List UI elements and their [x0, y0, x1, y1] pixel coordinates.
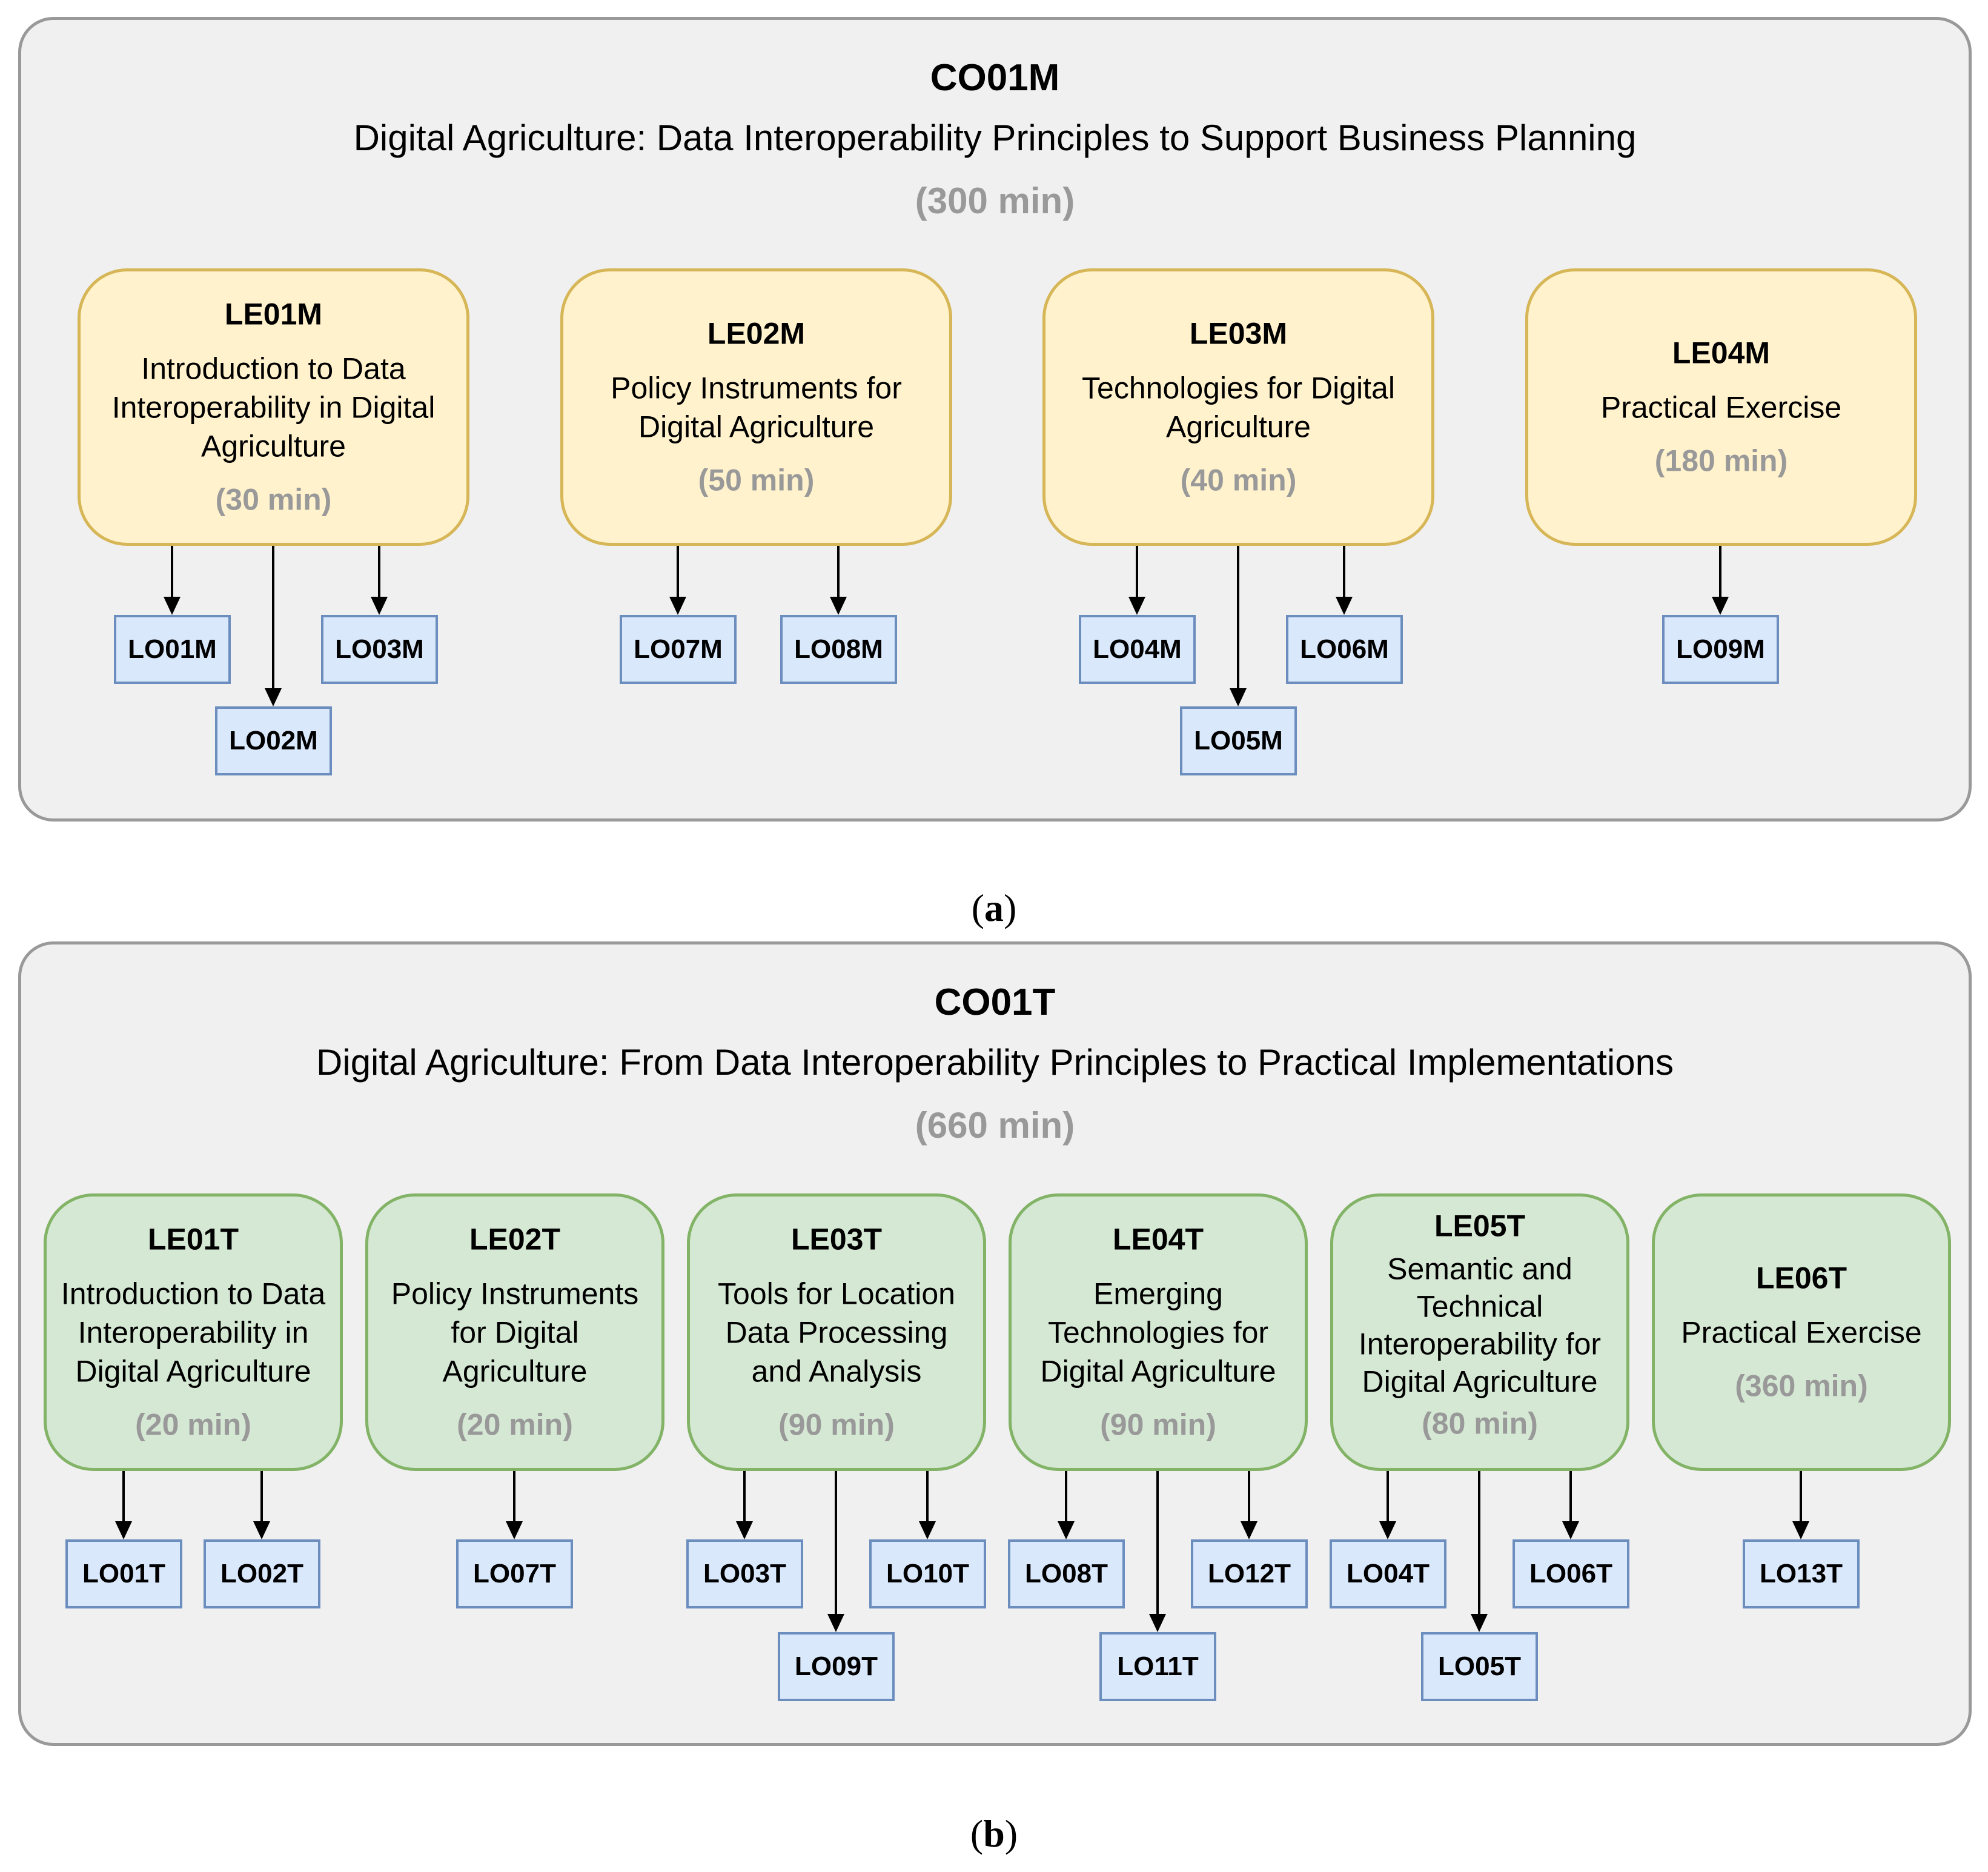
le-code: LE06T [1755, 1261, 1847, 1295]
le-code: LE04T [1112, 1222, 1204, 1256]
learning-objective-lo03m: LO03M [321, 615, 438, 684]
learning-element-le02m: LE02M Policy Instruments for Digital Agr… [560, 268, 952, 546]
learning-objective-lo07m: LO07M [620, 615, 737, 684]
learning-objective-lo09m: LO09M [1662, 615, 1779, 684]
le-duration: (180 min) [1654, 443, 1788, 477]
arrowhead [1128, 597, 1145, 615]
le-name: Technologies for Digital Agriculture [1082, 370, 1395, 443]
le-name: Policy Instruments for Digital Agricultu… [391, 1276, 639, 1388]
arrowhead [265, 688, 282, 706]
le-duration: (80 min) [1422, 1406, 1538, 1441]
le-duration: (50 min) [698, 462, 815, 497]
learning-element-le04m: LE04M Practical Exercise (180 min) [1525, 268, 1917, 546]
arrowhead [669, 597, 686, 615]
le-duration: (20 min) [457, 1407, 573, 1441]
learning-objective-lo05m: LO05M [1180, 706, 1297, 775]
course-name: Digital Agriculture: From Data Interoper… [316, 1042, 1674, 1083]
learning-objective-lo06m: LO06M [1286, 615, 1403, 684]
arrowhead [371, 597, 388, 615]
arrowhead [1149, 1614, 1166, 1632]
learning-element-le03m: LE03M Technologies for Digital Agricultu… [1042, 268, 1434, 546]
learning-element-le03t: LE03T Tools for Location Data Processing… [687, 1193, 986, 1471]
le-name: Emerging Technologies for Digital Agricu… [1040, 1276, 1276, 1388]
arrowhead [1792, 1521, 1809, 1539]
le-name: Practical Exercise [1681, 1315, 1922, 1349]
arrowhead [1241, 1521, 1257, 1539]
le-duration: (90 min) [778, 1407, 895, 1441]
arrowhead [1058, 1521, 1075, 1539]
arrowhead [827, 1614, 844, 1632]
learning-objective-lo03t: LO03T [686, 1539, 803, 1608]
caption-label: a [984, 886, 1004, 929]
le-name: Tools for Location Data Processing and A… [718, 1276, 955, 1388]
le-code: LE01T [147, 1222, 239, 1256]
learning-objective-lo12t: LO12T [1191, 1539, 1308, 1608]
course-panel-co01t: CO01T Digital Agriculture: From Data Int… [18, 941, 1972, 1746]
caption-b: (b) [970, 1812, 1018, 1855]
le-code: LE03T [790, 1222, 883, 1256]
le-name: Policy Instruments for Digital Agricultu… [611, 370, 902, 443]
learning-element-le04t: LE04T Emerging Technologies for Digital … [1009, 1193, 1308, 1471]
arrowhead [1230, 688, 1247, 706]
learning-objective-lo01t: LO01T [65, 1539, 182, 1608]
course-name: Digital Agriculture: Data Interoperabili… [353, 118, 1637, 158]
le-name: Introduction to Data Interoperability in… [61, 1276, 326, 1388]
learning-objective-lo11t: LO11T [1099, 1632, 1216, 1701]
le-duration: (30 min) [215, 482, 332, 516]
learning-objective-lo02t: LO02T [204, 1539, 320, 1608]
learning-objective-lo01m: LO01M [114, 615, 231, 684]
learning-objective-lo02m: LO02M [215, 706, 332, 775]
arrowhead [736, 1521, 753, 1539]
learning-element-le01t: LE01T Introduction to Data Interoperabil… [44, 1193, 343, 1471]
learning-objective-lo04t: LO04T [1330, 1539, 1446, 1608]
le-duration: (360 min) [1735, 1368, 1868, 1402]
learning-element-le02t: LE02T Policy Instruments for Digital Agr… [365, 1193, 664, 1471]
le-code: LE01M [224, 297, 323, 331]
le-duration: (90 min) [1100, 1407, 1216, 1441]
le-name: Practical Exercise [1600, 390, 1842, 424]
learning-objective-lo05t: LO05T [1421, 1632, 1538, 1701]
learning-element-le01m: LE01M Introduction to Data Interoperabil… [78, 268, 469, 546]
course-duration: (300 min) [915, 181, 1075, 221]
caption-a: (a) [971, 886, 1017, 929]
le-name: Semantic and Technical Interoperability … [1358, 1252, 1602, 1399]
le-name: Introduction to Data Interoperability in… [111, 351, 436, 463]
learning-element-le06t: LE06T Practical Exercise (360 min) [1652, 1193, 1951, 1471]
arrowhead [506, 1521, 523, 1539]
learning-objective-lo09t: LO09T [778, 1632, 895, 1701]
arrowhead [1712, 597, 1729, 615]
arrowhead [830, 597, 847, 615]
learning-objective-lo13t: LO13T [1743, 1539, 1860, 1608]
le-code: LE03M [1189, 316, 1288, 351]
learning-objective-lo08t: LO08T [1008, 1539, 1125, 1608]
course-code: CO01T [934, 981, 1056, 1023]
course-duration: (660 min) [915, 1105, 1075, 1146]
le-duration: (20 min) [135, 1407, 251, 1441]
learning-objective-lo04m: LO04M [1079, 615, 1196, 684]
arrowhead [1562, 1521, 1579, 1539]
le-code: LE02M [707, 316, 806, 351]
arrowhead [253, 1521, 270, 1539]
arrowhead [919, 1521, 936, 1539]
learning-objective-lo06t: LO06T [1513, 1539, 1629, 1608]
le-code: LE05T [1434, 1209, 1526, 1243]
arrowhead [1379, 1521, 1396, 1539]
arrowhead [164, 597, 181, 615]
learning-objective-lo08m: LO08M [780, 615, 897, 684]
arrowhead [1471, 1614, 1488, 1632]
arrowhead [115, 1521, 132, 1539]
le-duration: (40 min) [1180, 462, 1297, 497]
caption-label: b [983, 1812, 1005, 1855]
le-code: LE04M [1672, 336, 1771, 370]
arrowhead [1336, 597, 1353, 615]
learning-objective-lo07t: LO07T [456, 1539, 573, 1608]
learning-objective-lo10t: LO10T [869, 1539, 986, 1608]
le-code: LE02T [469, 1222, 561, 1256]
learning-element-le05t: LE05T Semantic and Technical Interoperab… [1330, 1193, 1629, 1471]
course-code: CO01M [930, 57, 1060, 99]
